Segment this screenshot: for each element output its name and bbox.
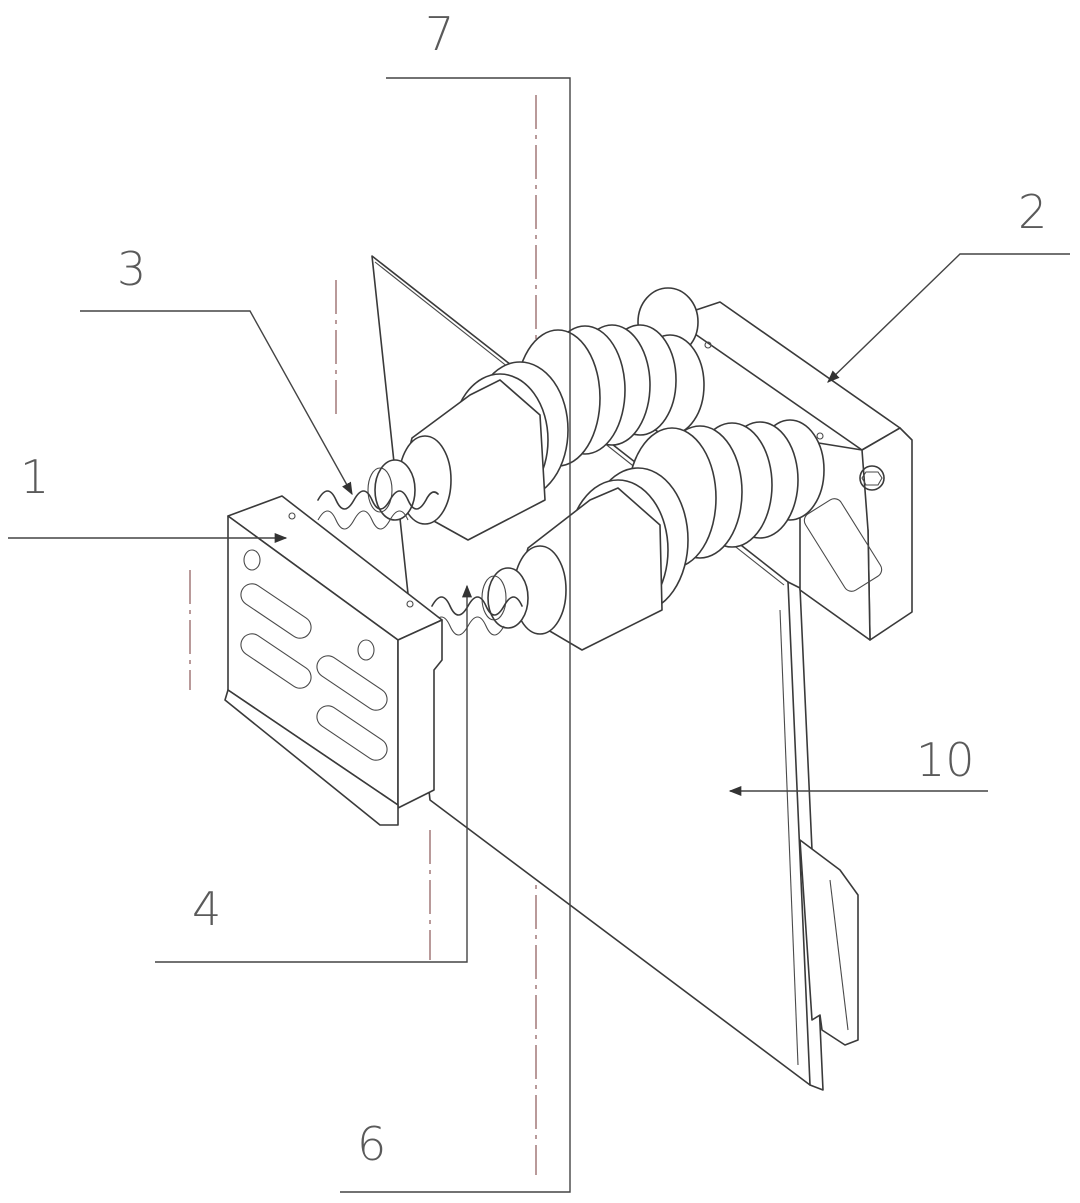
label-7: 7 <box>425 7 454 61</box>
left-bracket <box>224 495 443 826</box>
label-6: 6 <box>357 1117 386 1171</box>
label-4: 4 <box>192 882 221 936</box>
right-bracket <box>671 301 913 641</box>
label-3: 3 <box>117 242 146 296</box>
label-1: 1 <box>20 450 49 504</box>
upper-insulator <box>367 287 705 541</box>
label-2: 2 <box>1018 185 1047 239</box>
upper-spring <box>317 490 439 530</box>
leader-lines <box>8 77 1070 1193</box>
label-10: 10 <box>916 733 975 787</box>
part-labels: 7 2 3 1 10 4 6 <box>20 7 1047 1171</box>
lower-spring <box>431 596 523 636</box>
lower-insulator <box>481 419 825 651</box>
